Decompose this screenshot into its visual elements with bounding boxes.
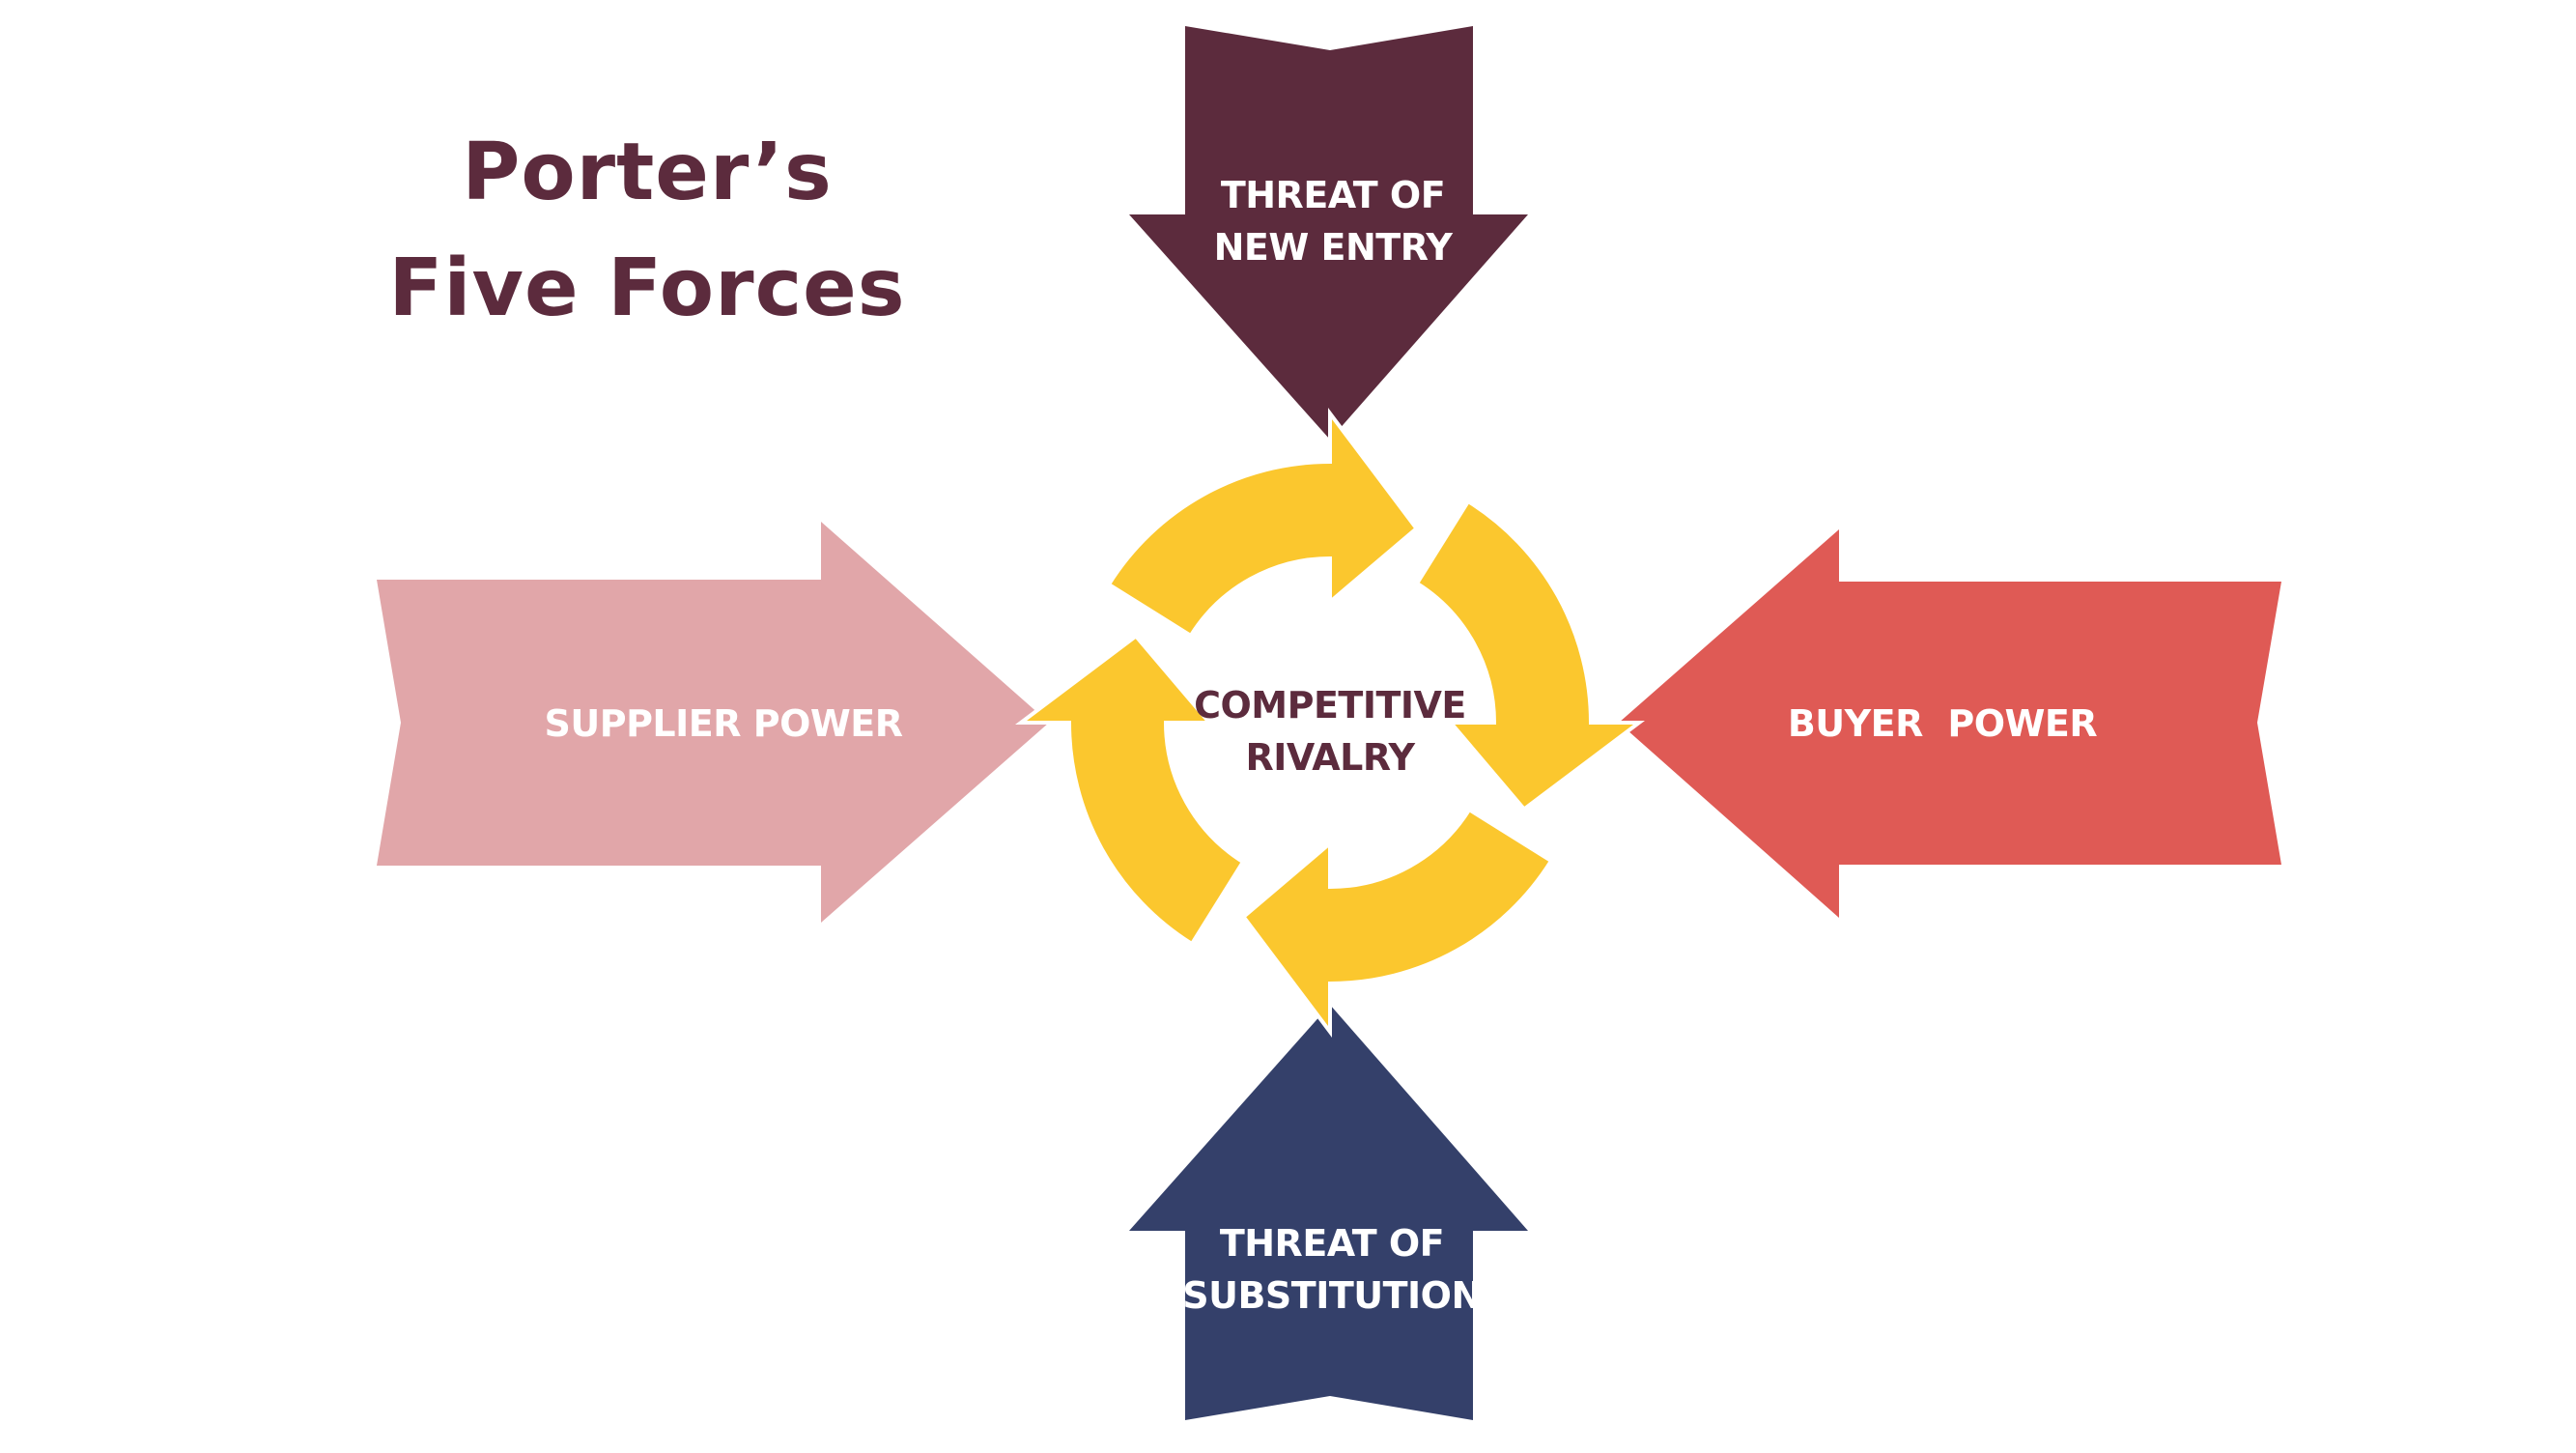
title-line-1: Porter’s: [462, 127, 833, 218]
supplier-power-label: SUPPLIER POWER: [544, 702, 903, 746]
new-entry-label-line-1: THREAT OF: [1220, 174, 1446, 217]
substitution-label: THREAT OF SUBSTITUTION: [1182, 1218, 1482, 1323]
new-entry-label-line-2: NEW ENTRY: [1213, 226, 1453, 269]
rivalry-arrow-right: [1240, 807, 1554, 1038]
new-entry-label: THREAT OF NEW ENTRY: [1214, 170, 1453, 274]
rivalry-label-line-2: RIVALRY: [1245, 736, 1415, 779]
rivalry-label-line-1: COMPETITIVE: [1194, 684, 1466, 727]
rivalry-cycle: [1015, 408, 1645, 1038]
title-line-2: Five Forces: [388, 242, 906, 334]
substitution-label-line-1: THREAT OF: [1219, 1222, 1445, 1266]
rivalry-arrow-bottom: [1015, 633, 1246, 947]
rivalry-arrow-top: [1414, 499, 1645, 812]
rivalry-arrow-left: [1106, 408, 1420, 639]
rivalry-label: COMPETITIVE RIVALRY: [1194, 680, 1466, 784]
substitution-label-line-2: SUBSTITUTION: [1182, 1274, 1482, 1317]
substitution-arrow: [1129, 1005, 1528, 1420]
buyer-power-arrow: [1619, 529, 2281, 918]
new-entry-arrow: [1129, 26, 1528, 440]
supplier-power-arrow: [377, 522, 1049, 923]
buyer-power-label: BUYER POWER: [1787, 702, 2098, 746]
